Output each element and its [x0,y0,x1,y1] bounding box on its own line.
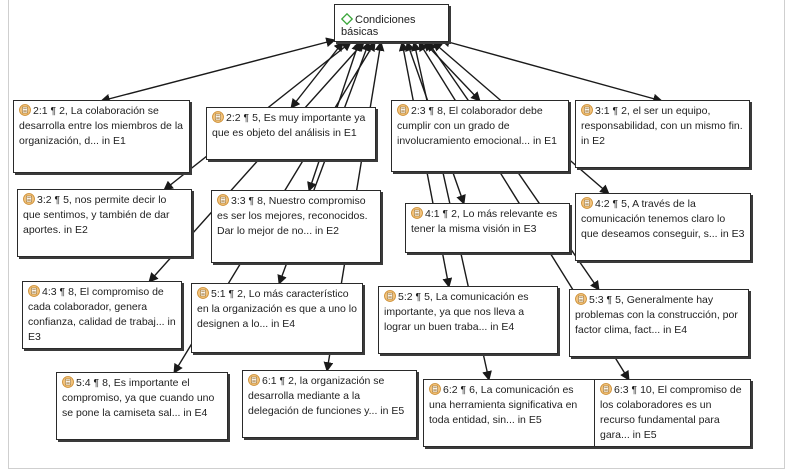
quote-text: 6:2 ¶ 6, La comunicación es una herramie… [429,384,578,426]
document-icon [600,383,612,395]
quote-node[interactable]: 2:1 ¶ 2, La colaboración se desarrolla e… [13,100,190,173]
document-icon [217,194,229,206]
edge-head-n2 [290,98,301,109]
edge-head-n15 [482,370,492,381]
quote-node[interactable]: 2:2 ¶ 5, Es muy importante ya que es obj… [206,107,376,160]
quote-node[interactable]: 5:1 ¶ 2, Lo más característico en la org… [191,283,363,353]
document-icon [248,374,260,386]
edge-n4-to-root [440,37,663,102]
root-label: Condiciones básicas [341,14,416,38]
diamond-icon [341,13,353,25]
document-icon [23,193,35,205]
network-canvas: Condiciones básicas 2:1 ¶ 2, La colabora… [8,0,785,469]
edge-n1-to-root [100,37,336,102]
edge-head-n7 [456,194,466,205]
edge-head-n11 [442,277,453,288]
root-node[interactable]: Condiciones básicas [334,4,449,42]
document-icon [384,290,396,302]
quote-node[interactable]: 6:1 ¶ 2, la organización se desarrolla m… [242,370,417,438]
quote-text: 6:3 ¶ 10, El compromiso de los colaborad… [600,384,742,441]
quote-node[interactable]: 6:3 ¶ 10, El compromiso de los colaborad… [594,379,751,447]
quote-node[interactable]: 3:2 ¶ 5, nos permite decir lo que sentim… [17,189,192,257]
document-icon [28,285,40,297]
quote-node[interactable]: 3:3 ¶ 8, Nuestro compromiso es ser los m… [211,190,381,263]
document-icon [197,287,209,299]
quote-text: 3:1 ¶ 2, el ser un equipo, responsabilid… [581,105,743,147]
document-icon [575,293,587,305]
quote-text: 2:2 ¶ 5, Es muy importante ya que es obj… [212,112,366,139]
quote-node[interactable]: 4:2 ¶ 5, A través de la comunicación ten… [575,193,751,261]
quote-node[interactable]: 5:3 ¶ 5, Generalmente hay problemas con … [569,289,749,357]
document-icon [212,111,224,123]
quote-text: 5:3 ¶ 5, Generalmente hay problemas con … [575,294,738,336]
edge-n3-to-root [423,41,481,102]
quote-text: 3:2 ¶ 5, nos permite decir lo que sentim… [23,194,170,236]
quote-text: 3:3 ¶ 8, Nuestro compromiso es ser los m… [217,195,368,237]
document-icon [411,207,423,219]
quote-node[interactable]: 3:1 ¶ 2, el ser un equipo, responsabilid… [575,100,750,168]
quote-node[interactable]: 5:4 ¶ 8, Es importante el compromiso, ya… [56,372,228,440]
document-icon [581,104,593,116]
quote-text: 2:3 ¶ 8, El colaborador debe cumplir con… [397,105,557,147]
edge-head-n14 [323,361,334,372]
quote-node[interactable]: 2:3 ¶ 8, El colaborador debe cumplir con… [391,100,569,172]
quote-node[interactable]: 6:2 ¶ 6, La comunicación es una herramie… [423,379,595,447]
quote-node[interactable]: 4:3 ¶ 8, El compromiso de cada colaborad… [22,281,182,349]
document-icon [62,376,74,388]
edge-head-n16 [620,369,630,381]
quote-node[interactable]: 4:1 ¶ 2, Lo más relevante es tener la mi… [405,203,570,253]
quote-text: 2:1 ¶ 2, La colaboración se desarrolla e… [19,105,183,147]
quote-node[interactable]: 5:2 ¶ 5, La comunicación es importante, … [378,286,558,354]
document-icon [581,197,593,209]
document-icon [19,104,31,116]
quote-text: 5:4 ¶ 8, Es importante el compromiso, ya… [62,377,215,419]
quote-text: 4:2 ¶ 5, A través de la comunicación ten… [581,198,745,240]
document-icon [429,383,441,395]
document-icon [397,104,409,116]
quote-text: 6:1 ¶ 2, la organización se desarrolla m… [248,375,405,417]
quote-text: 5:1 ¶ 2, Lo más característico en la org… [197,288,357,330]
edge-head-n10 [277,274,287,285]
quote-text: 4:3 ¶ 8, El compromiso de cada colaborad… [28,286,176,343]
edge-head-n6 [307,181,317,192]
edge-n2-to-root [290,41,344,109]
edge-head-n13 [173,362,183,374]
quote-text: 4:1 ¶ 2, Lo más relevante es tener la mi… [411,208,558,235]
edge-head-n12 [589,279,600,291]
quote-text: 5:2 ¶ 5, La comunicación es importante, … [384,291,529,333]
